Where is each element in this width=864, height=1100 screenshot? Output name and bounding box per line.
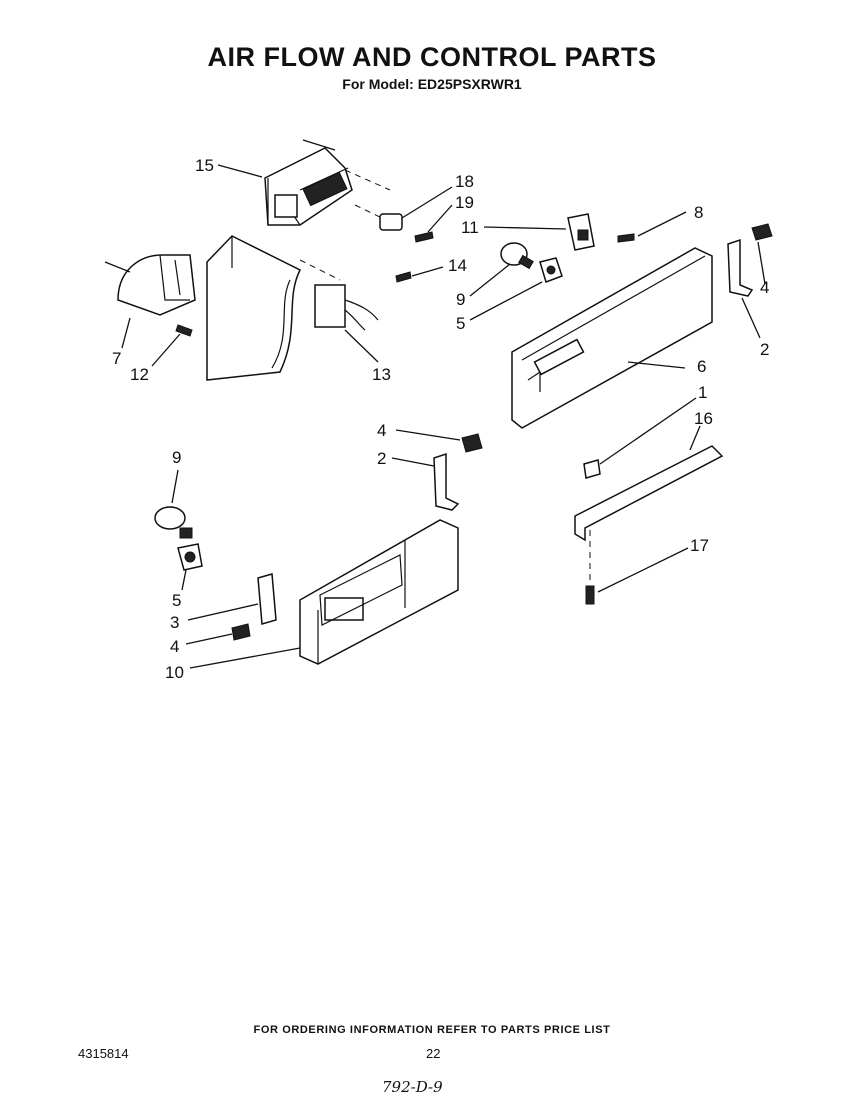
callout-10: 10 xyxy=(165,663,184,682)
air-duct xyxy=(206,235,302,381)
part-9-bulb-lower xyxy=(154,506,193,539)
part-9-bulb-upper xyxy=(500,242,534,270)
part-2-bracket-middle xyxy=(433,452,460,511)
part-17-screw xyxy=(585,585,595,605)
callout-5-lower: 5 xyxy=(172,591,181,610)
part-1-clip xyxy=(583,459,601,479)
callout-16: 16 xyxy=(694,409,713,428)
callout-15: 15 xyxy=(195,156,214,175)
part-3-bracket xyxy=(257,573,277,625)
part-14-screw xyxy=(395,271,412,283)
part-4-clip-lower-left xyxy=(231,623,251,641)
callout-labels: 15 18 19 11 8 14 9 5 4 2 6 7 12 13 1 16 … xyxy=(112,156,769,682)
part-13-thermostat xyxy=(299,259,379,331)
document-number: 4315814 xyxy=(78,1046,129,1061)
callout-2-middle: 2 xyxy=(377,449,386,468)
page-title: AIR FLOW AND CONTROL PARTS xyxy=(207,42,657,72)
callout-2-upper: 2 xyxy=(760,340,769,359)
part-7-fan-shroud xyxy=(104,254,196,316)
callout-11: 11 xyxy=(461,218,479,237)
callout-5-upper: 5 xyxy=(456,314,465,333)
part-15-control-housing xyxy=(264,139,391,226)
callout-4-upper: 4 xyxy=(760,278,769,297)
part-5-socket-upper xyxy=(539,257,563,283)
callout-4-lower: 4 xyxy=(170,637,179,656)
callout-14: 14 xyxy=(448,256,467,275)
part-2-bracket-upper xyxy=(727,238,754,297)
callout-3: 3 xyxy=(170,613,179,632)
part-5-socket-lower xyxy=(177,543,203,571)
model-subtitle: For Model: ED25PSXRWR1 xyxy=(342,76,522,92)
leader-lines xyxy=(121,164,766,669)
part-11-switch xyxy=(567,213,595,251)
callout-6: 6 xyxy=(697,357,706,376)
part-18-plug xyxy=(354,204,403,231)
callout-13: 13 xyxy=(372,365,391,384)
callout-17: 17 xyxy=(690,536,709,555)
callout-9-lower: 9 xyxy=(172,448,181,467)
part-16-light-cover xyxy=(574,445,724,542)
callout-7: 7 xyxy=(112,349,121,368)
part-19-screw xyxy=(414,231,434,243)
callout-4-middle: 4 xyxy=(377,421,386,440)
handwritten-code: 792-D-9 xyxy=(382,1078,443,1096)
callout-18: 18 xyxy=(455,172,474,191)
callout-1: 1 xyxy=(698,383,707,402)
page-number: 22 xyxy=(426,1046,441,1061)
callout-19: 19 xyxy=(455,193,474,212)
part-4-clip-middle xyxy=(461,433,483,453)
part-8-screw xyxy=(617,233,635,243)
ordering-note: FOR ORDERING INFORMATION REFER TO PARTS … xyxy=(253,1024,611,1036)
part-10-dispenser-panel xyxy=(299,519,459,665)
callout-9-upper: 9 xyxy=(456,290,465,309)
callout-8: 8 xyxy=(694,203,703,222)
part-12-screw xyxy=(175,324,193,337)
part-4-clip-upper xyxy=(751,223,773,241)
callout-12: 12 xyxy=(130,365,149,384)
part-6-light-shield xyxy=(511,247,713,429)
